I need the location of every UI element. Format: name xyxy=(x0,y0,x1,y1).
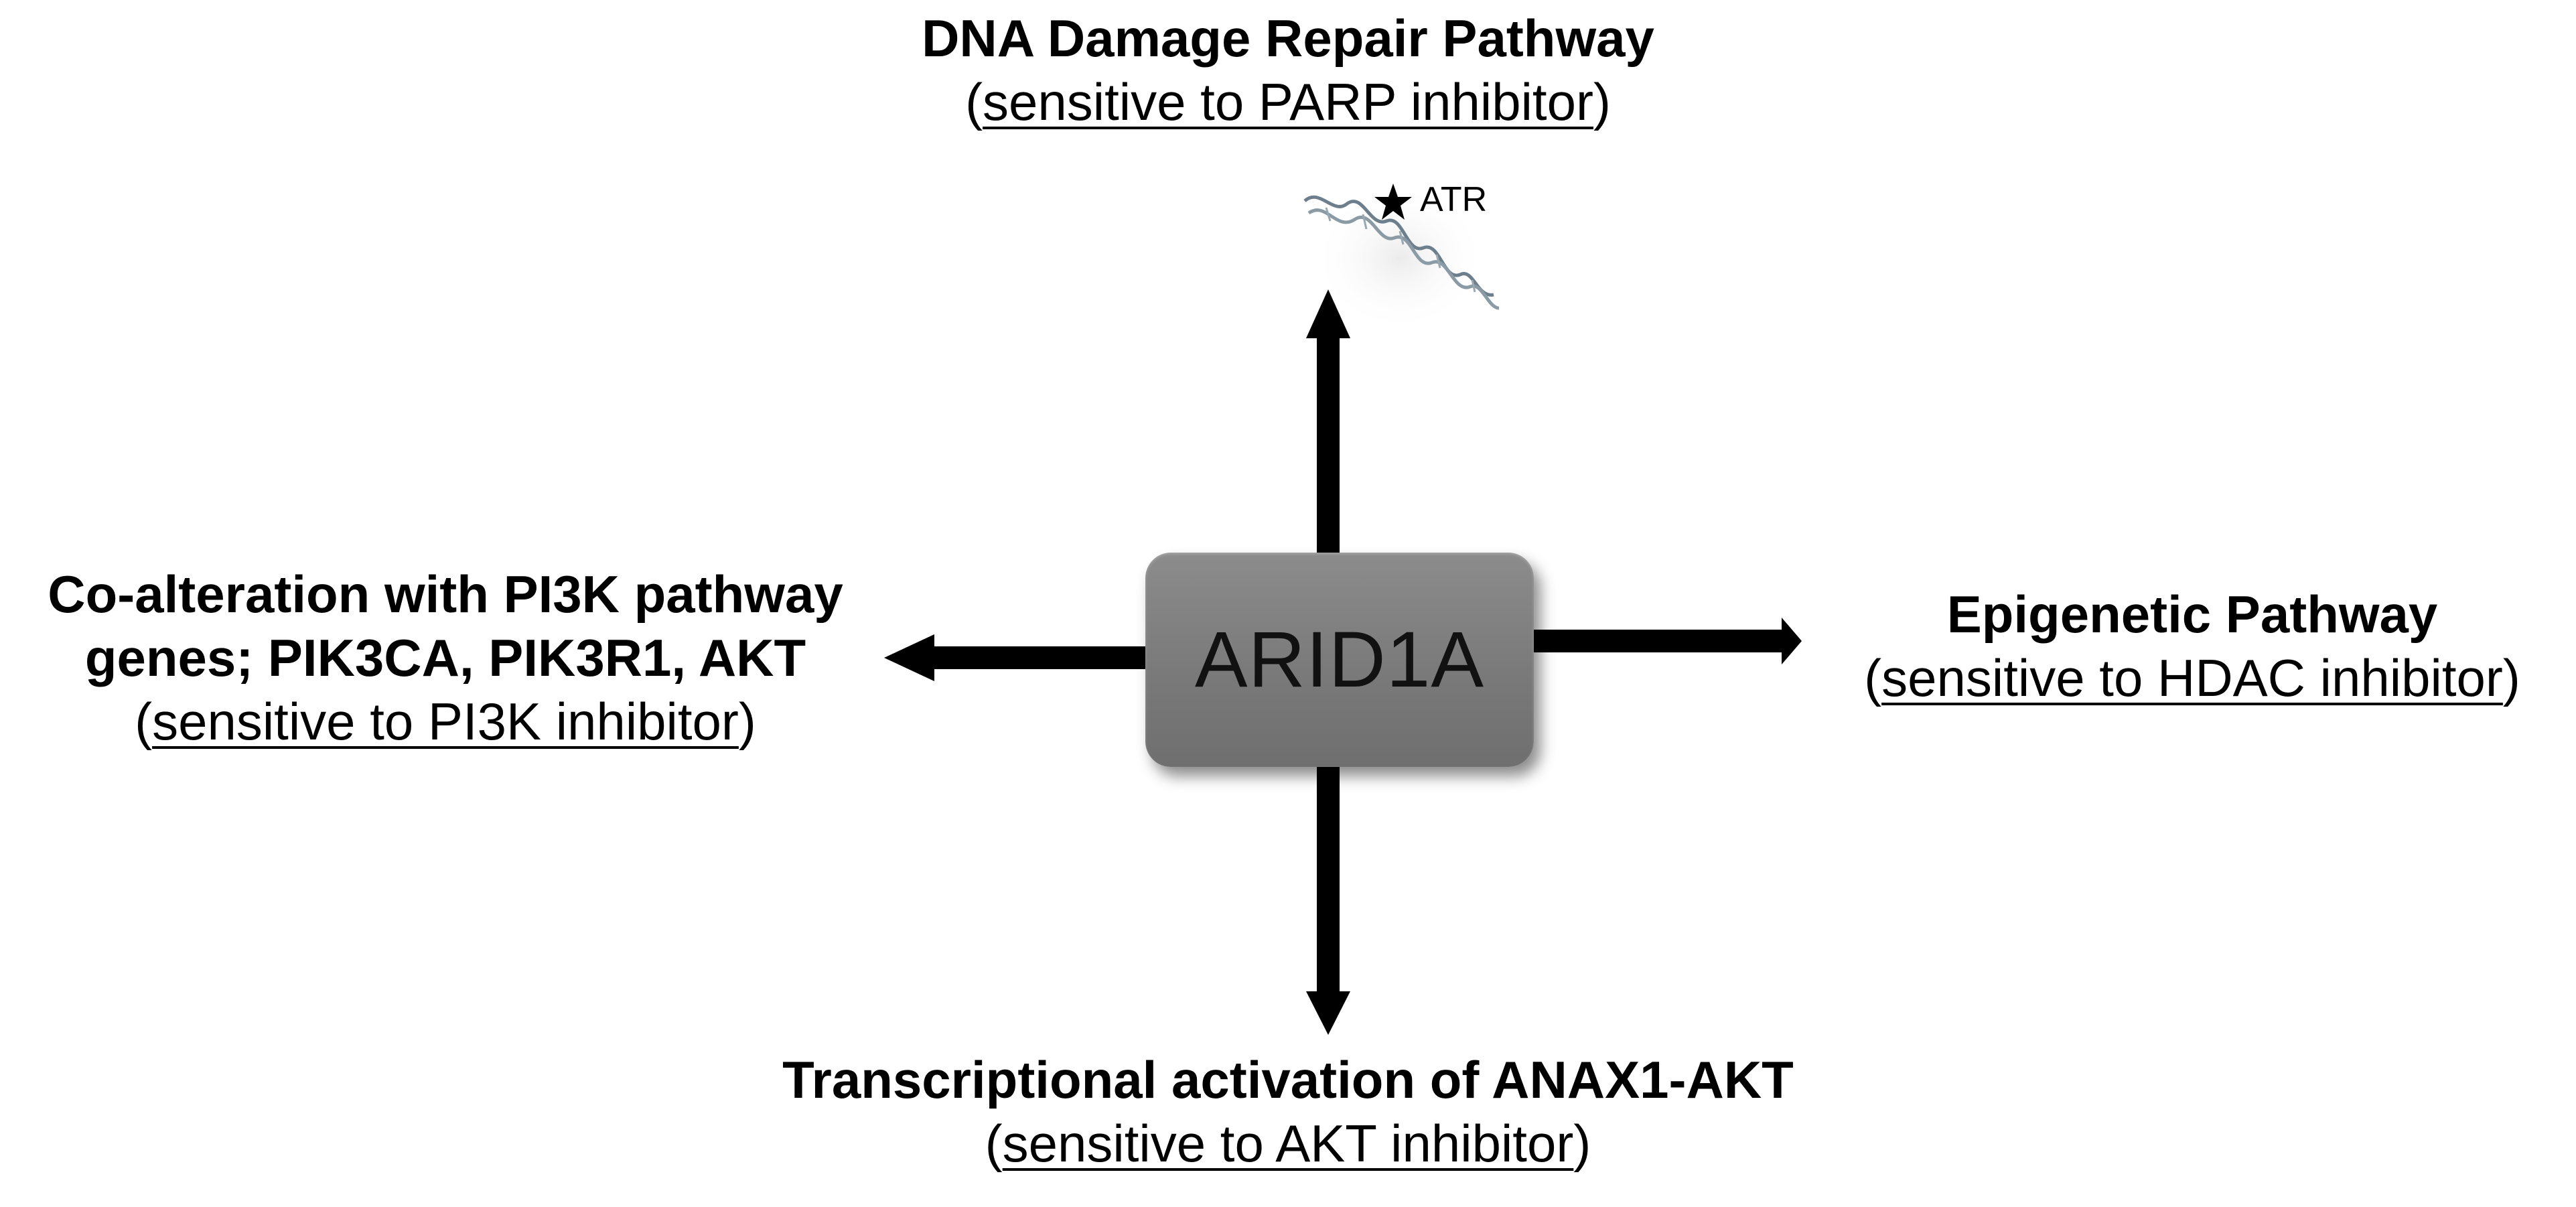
top-pathway-sensitivity: (sensitive to PARP inhibitor) xyxy=(965,72,1611,132)
bottom-pathway-title: Transcriptional activation of ANAX1-AKT xyxy=(782,1050,1794,1109)
left-pathway-title-line1: Co-alteration with PI3K pathway xyxy=(48,565,843,624)
right-pathway-label: Epigenetic Pathway (sensitive to HDAC in… xyxy=(1808,583,2576,710)
dna-helix-icon xyxy=(1299,174,1514,342)
right-pathway-sensitivity: (sensitive to HDAC inhibitor) xyxy=(1864,648,2520,708)
right-pathway-title: Epigenetic Pathway xyxy=(1946,585,2438,644)
bottom-pathway-sensitivity: (sensitive to AKT inhibitor) xyxy=(985,1114,1591,1174)
left-pathway-label: Co-alteration with PI3K pathway genes; P… xyxy=(0,563,891,754)
left-pathway-sensitivity: (sensitive to PI3K inhibitor) xyxy=(135,692,756,752)
arid1a-node: ARID1A xyxy=(1145,553,1534,767)
top-pathway-title: DNA Damage Repair Pathway xyxy=(922,9,1654,68)
star-icon xyxy=(1374,184,1412,220)
arrow-up xyxy=(1306,289,1350,556)
bottom-pathway-label: Transcriptional activation of ANAX1-AKT … xyxy=(719,1048,1857,1176)
arrow-left xyxy=(884,634,1149,681)
top-pathway-label: DNA Damage Repair Pathway (sensitive to … xyxy=(786,7,1790,134)
arid1a-label: ARID1A xyxy=(1194,616,1485,704)
arrow-right xyxy=(1534,618,1802,664)
atr-label: ATR xyxy=(1420,180,1488,219)
left-pathway-title-line2: genes; PIK3CA, PIK3R1, AKT xyxy=(84,628,806,688)
arrow-down xyxy=(1306,767,1350,1035)
